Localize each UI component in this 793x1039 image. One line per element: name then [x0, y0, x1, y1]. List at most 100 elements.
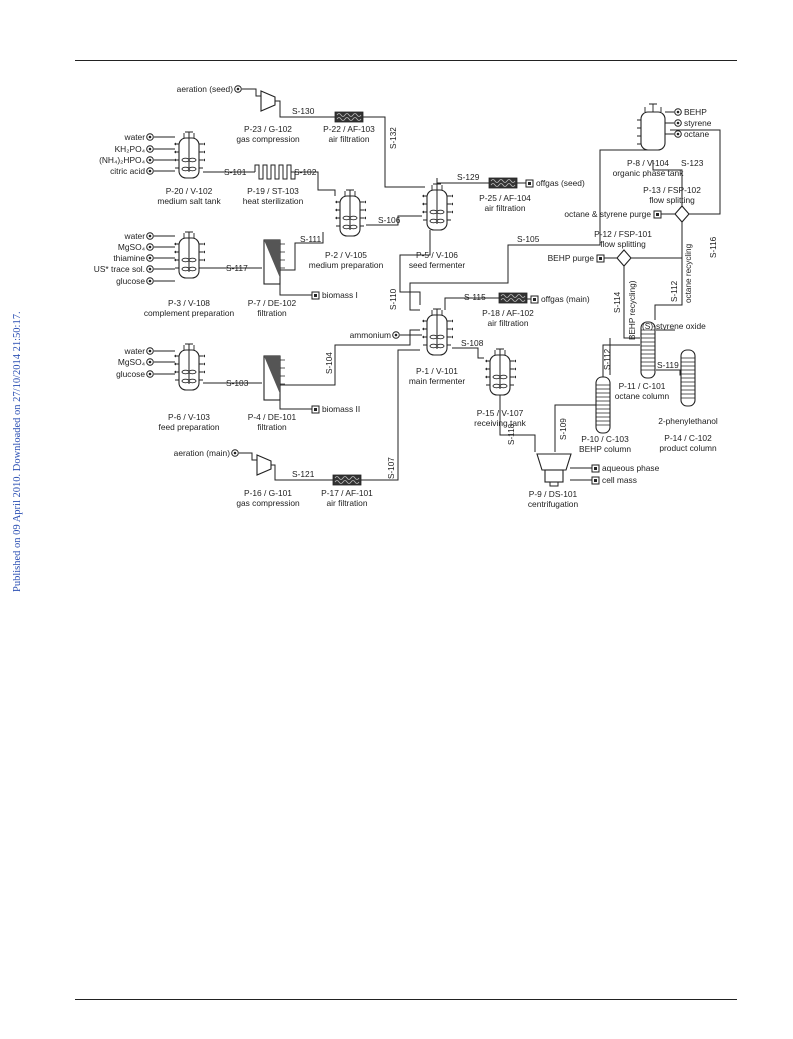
unit-p8-id: P-8 / V-104: [627, 158, 669, 168]
unit-p23-id: P-23 / G-102: [244, 124, 292, 134]
label-offgas-main: offgas (main): [541, 294, 590, 304]
unit-p20-desc: medium salt tank: [157, 196, 221, 206]
label-trace-sol: US* trace sol.: [94, 264, 145, 274]
label-aeration-main: aeration (main): [174, 448, 231, 458]
stream-s103: S-103: [226, 378, 249, 388]
unit-p6-id: P-6 / V-103: [168, 412, 210, 422]
stream-s106: S-106: [378, 215, 401, 225]
unit-p2-desc: medium preparation: [309, 260, 384, 270]
label-glucose-1: glucose: [116, 276, 145, 286]
filter-p22: [334, 111, 364, 123]
source-markers: [146, 85, 682, 457]
unit-p14-id: P-14 / C-102: [664, 433, 712, 443]
stream-s114: S-114: [613, 291, 622, 313]
vessel-p1: [421, 308, 454, 356]
vessel-p6: [173, 343, 206, 391]
filter-p18: [498, 292, 528, 304]
unit-p1-id: P-1 / V-101: [416, 366, 458, 376]
filter-p25: [488, 177, 518, 189]
unit-p16-id: P-16 / G-101: [244, 488, 292, 498]
label-water-3: water: [124, 346, 146, 356]
label-citric-acid: citric acid: [110, 166, 145, 176]
label-styrene-oxide: (S)-styrene oxide: [642, 321, 706, 331]
unit-p3-desc: complement preparation: [144, 308, 235, 318]
unit-p7-id: P-7 / DE-102: [248, 298, 297, 308]
stream-s101: S-101: [224, 167, 247, 177]
unit-p1-desc: main fermenter: [409, 376, 466, 386]
unit-p5-desc: seed fermenter: [409, 260, 466, 270]
label-nh4hpo4: (NH₄)₂HPO₄: [99, 155, 145, 165]
stream-s118: S-118: [507, 423, 516, 445]
unit-p13-id: P-13 / FSP-102: [643, 185, 701, 195]
label-thiamine: thiamine: [113, 253, 145, 263]
vessel-p20: [173, 131, 206, 179]
unit-p17-desc: air filtration: [327, 498, 368, 508]
label-octane-styrene-purge: octane & styrene purge: [564, 209, 651, 219]
stream-s108: S-108: [461, 338, 484, 348]
dfilter-p7: [263, 239, 286, 285]
label-kh2po4: KH₂PO₄: [115, 144, 146, 154]
dfilter-p4: [263, 355, 286, 401]
unit-p25-desc: air filtration: [485, 203, 526, 213]
unit-p18-id: P-18 / AF-102: [482, 308, 534, 318]
filter-p17: [332, 474, 362, 486]
stream-s112-b: S-112: [603, 348, 612, 370]
unit-p25-id: P-25 / AF-104: [479, 193, 531, 203]
label-styrene-in: styrene: [684, 118, 712, 128]
unit-p16-desc: gas compression: [236, 498, 300, 508]
stream-s112-a: S-112: [670, 280, 679, 302]
stream-s111: S-111: [300, 234, 321, 244]
unit-p23-desc: gas compression: [236, 134, 300, 144]
label-biomass-2: biomass II: [322, 404, 360, 414]
stream-s123: S-123: [681, 158, 704, 168]
stream-s105: S-105: [517, 234, 540, 244]
stream-s109: S-109: [559, 418, 568, 440]
label-octane-in: octane: [684, 129, 709, 139]
label-behp-recycling: BEHP recycling): [628, 280, 637, 340]
unit-p19-id: P-19 / ST-103: [247, 186, 299, 196]
unit-p15-desc: receiving tank: [474, 418, 526, 428]
label-water-2: water: [124, 231, 146, 241]
stream-lines: [154, 88, 721, 481]
label-octane-recycling: octane recycling: [684, 243, 693, 303]
centrifuge-p9: [536, 453, 572, 487]
column-p10: [595, 376, 611, 434]
unit-p5-id: P-5 / V-106: [416, 250, 458, 260]
unit-p7-desc: filtration: [257, 308, 287, 318]
unit-p6-desc: feed preparation: [159, 422, 220, 432]
unit-p17-id: P-17 / AF-101: [321, 488, 373, 498]
label-mgso4-2: MgSO₄: [118, 357, 146, 367]
stream-s130: S-130: [292, 106, 315, 116]
unit-p13-desc: flow splitting: [649, 195, 695, 205]
unit-p19-desc: heat sterilization: [243, 196, 304, 206]
label-mgso4-1: MgSO₄: [118, 242, 146, 252]
label-biomass-1: biomass I: [322, 290, 358, 300]
top-rule: [75, 60, 737, 61]
stream-s115: S-115: [464, 292, 486, 302]
unit-p11-desc: octane column: [615, 391, 670, 401]
vessel-p5: [421, 183, 454, 231]
label-cell-mass: cell mass: [602, 475, 637, 485]
unit-p2-id: P-2 / V-105: [325, 250, 367, 260]
column-p14: [680, 349, 696, 407]
stream-s107: S-107: [387, 457, 396, 479]
stream-s104: S-104: [325, 352, 334, 374]
unit-p3-id: P-3 / V-108: [168, 298, 210, 308]
label-water-1: water: [124, 132, 146, 142]
splitter-p12: [616, 249, 632, 267]
sink-fill: [314, 182, 659, 482]
vessel-p2: [334, 189, 367, 237]
label-glucose-2: glucose: [116, 369, 145, 379]
unit-p14-desc: product column: [659, 443, 717, 453]
stream-s119: S-119: [657, 360, 679, 370]
unit-p12-desc: flow splitting: [600, 239, 646, 249]
label-offgas-seed: offgas (seed): [536, 178, 585, 188]
bottom-rule: [75, 999, 737, 1000]
unit-p9-desc: centrifugation: [528, 499, 579, 509]
unit-p10-id: P-10 / C-103: [581, 434, 629, 444]
unit-p11-id: P-11 / C-101: [619, 381, 666, 391]
stream-s121: S-121: [292, 469, 315, 479]
unit-p12-id: P-12 / FSP-101: [594, 229, 652, 239]
unit-p15-id: P-15 / V-107: [477, 408, 524, 418]
